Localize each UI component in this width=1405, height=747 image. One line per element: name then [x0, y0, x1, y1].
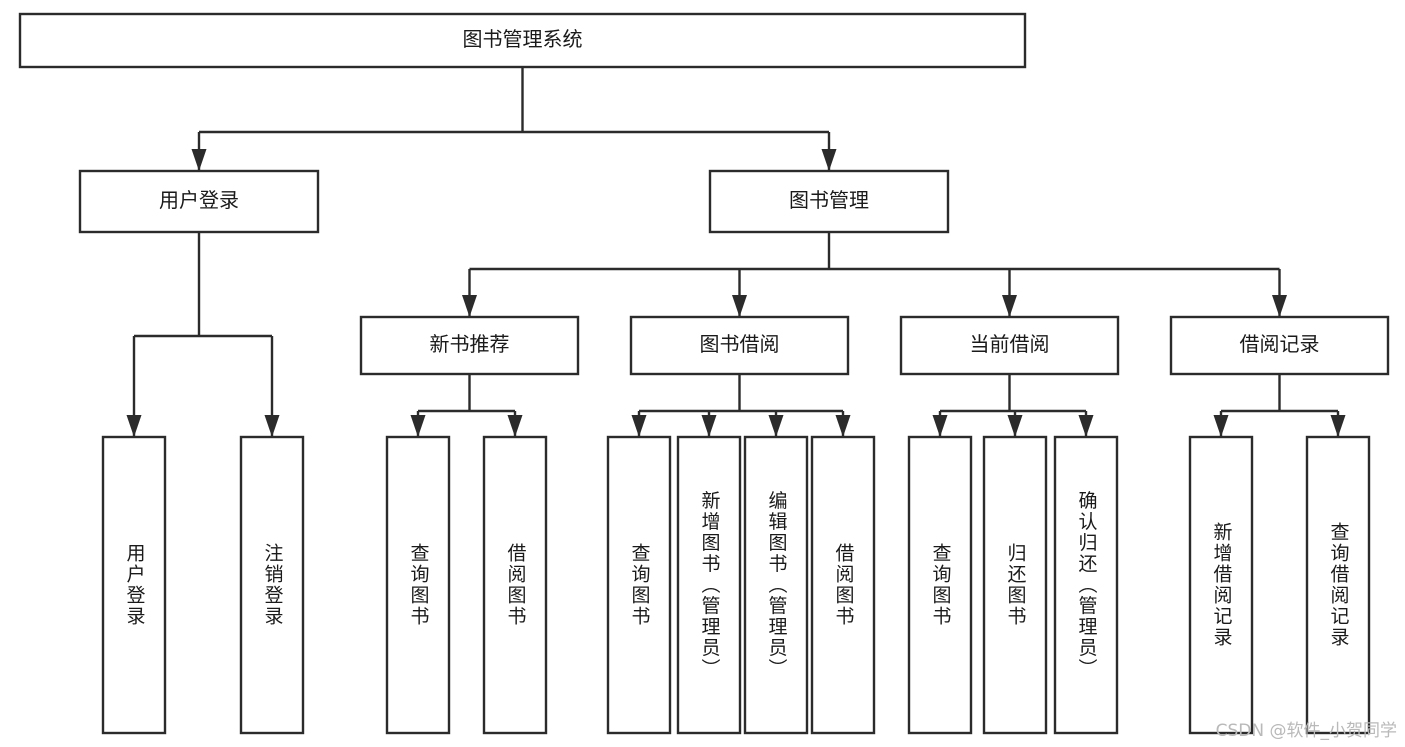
arrow-head [732, 295, 747, 317]
node-box[interactable] [810, 435, 876, 735]
node-book-borrow[interactable]: 图书借阅 [629, 315, 850, 376]
node-label: 图书借阅 [700, 332, 780, 356]
node-leaf-user-login[interactable]: 用户登录 [101, 435, 167, 735]
node-label: 确认归还（管理员） [1076, 490, 1098, 679]
node-label: 查询图书 [930, 543, 952, 627]
node-current-borrow[interactable]: 当前借阅 [899, 315, 1120, 376]
node-leaf-query-book-rec[interactable]: 查询图书 [385, 435, 451, 735]
node-label: 借阅图书 [833, 543, 855, 627]
node-label: 借阅图书 [505, 543, 527, 627]
node-box[interactable] [899, 315, 1120, 376]
node-box[interactable] [1305, 435, 1371, 735]
node-leaf-return-book[interactable]: 归还图书 [982, 435, 1048, 735]
node-label: 新增借阅记录 [1211, 522, 1233, 648]
node-box[interactable] [482, 435, 548, 735]
arrow-head [462, 295, 477, 317]
arrow-head [835, 415, 851, 437]
node-label: 借阅记录 [1240, 332, 1320, 356]
arrow-head [126, 415, 142, 437]
node-box[interactable] [18, 12, 1027, 69]
arrow-head [701, 415, 717, 437]
node-leaf-logout[interactable]: 注销登录 [239, 435, 305, 735]
node-label: 查询图书 [408, 543, 430, 627]
node-user-login[interactable]: 用户登录 [78, 169, 320, 234]
arrow-head [191, 149, 207, 171]
node-leaf-query-book-br[interactable]: 查询图书 [606, 435, 672, 735]
nodes-layer: 图书管理系统用户登录图书管理新书推荐图书借阅当前借阅借阅记录用户登录注销登录查询… [18, 12, 1390, 735]
node-label: 注销登录 [262, 543, 284, 627]
arrow-head [821, 149, 837, 171]
node-box[interactable] [676, 435, 742, 735]
node-box[interactable] [239, 435, 305, 735]
arrow-head [932, 415, 948, 437]
node-label: 新增图书（管理员） [699, 490, 721, 679]
arrow-head [1007, 415, 1023, 437]
node-leaf-borrow-book-br[interactable]: 借阅图书 [810, 435, 876, 735]
arrow-head [507, 415, 523, 437]
node-box[interactable] [743, 435, 809, 735]
node-label: 归还图书 [1005, 543, 1027, 627]
node-box[interactable] [1169, 315, 1390, 376]
node-leaf-confirm-return[interactable]: 确认归还（管理员） [1053, 435, 1119, 735]
arrow-head [264, 415, 280, 437]
node-label: 用户登录 [124, 543, 146, 627]
node-label: 用户登录 [159, 188, 239, 212]
node-label: 新书推荐 [430, 332, 510, 356]
arrow-head [1213, 415, 1229, 437]
arrow-head [1002, 295, 1017, 317]
arrow-head [410, 415, 426, 437]
node-box[interactable] [385, 435, 451, 735]
node-box[interactable] [708, 169, 950, 234]
arrow-head [1272, 295, 1287, 317]
node-box[interactable] [1188, 435, 1254, 735]
node-box[interactable] [629, 315, 850, 376]
node-box[interactable] [359, 315, 580, 376]
node-label: 查询图书 [629, 543, 651, 627]
node-new-book-rec[interactable]: 新书推荐 [359, 315, 580, 376]
arrow-head [631, 415, 647, 437]
node-borrow-record[interactable]: 借阅记录 [1169, 315, 1390, 376]
node-leaf-add-book[interactable]: 新增图书（管理员） [676, 435, 742, 735]
arrow-head [1330, 415, 1346, 437]
arrow-head [1078, 415, 1094, 437]
node-box[interactable] [101, 435, 167, 735]
node-leaf-add-record[interactable]: 新增借阅记录 [1188, 435, 1254, 735]
node-label: 当前借阅 [970, 332, 1050, 356]
node-leaf-query-record[interactable]: 查询借阅记录 [1305, 435, 1371, 735]
node-box[interactable] [907, 435, 973, 735]
node-label: 图书管理系统 [463, 27, 583, 51]
node-root[interactable]: 图书管理系统 [18, 12, 1027, 69]
node-label: 图书管理 [789, 188, 869, 212]
node-leaf-edit-book[interactable]: 编辑图书（管理员） [743, 435, 809, 735]
edges-layer [126, 67, 1346, 437]
node-label: 编辑图书（管理员） [766, 490, 788, 679]
node-leaf-query-book-cb[interactable]: 查询图书 [907, 435, 973, 735]
node-label: 查询借阅记录 [1328, 522, 1350, 648]
node-box[interactable] [606, 435, 672, 735]
arrow-head [768, 415, 784, 437]
node-book-manage[interactable]: 图书管理 [708, 169, 950, 234]
node-leaf-borrow-book-rec[interactable]: 借阅图书 [482, 435, 548, 735]
node-box[interactable] [78, 169, 320, 234]
node-box[interactable] [982, 435, 1048, 735]
node-box[interactable] [1053, 435, 1119, 735]
